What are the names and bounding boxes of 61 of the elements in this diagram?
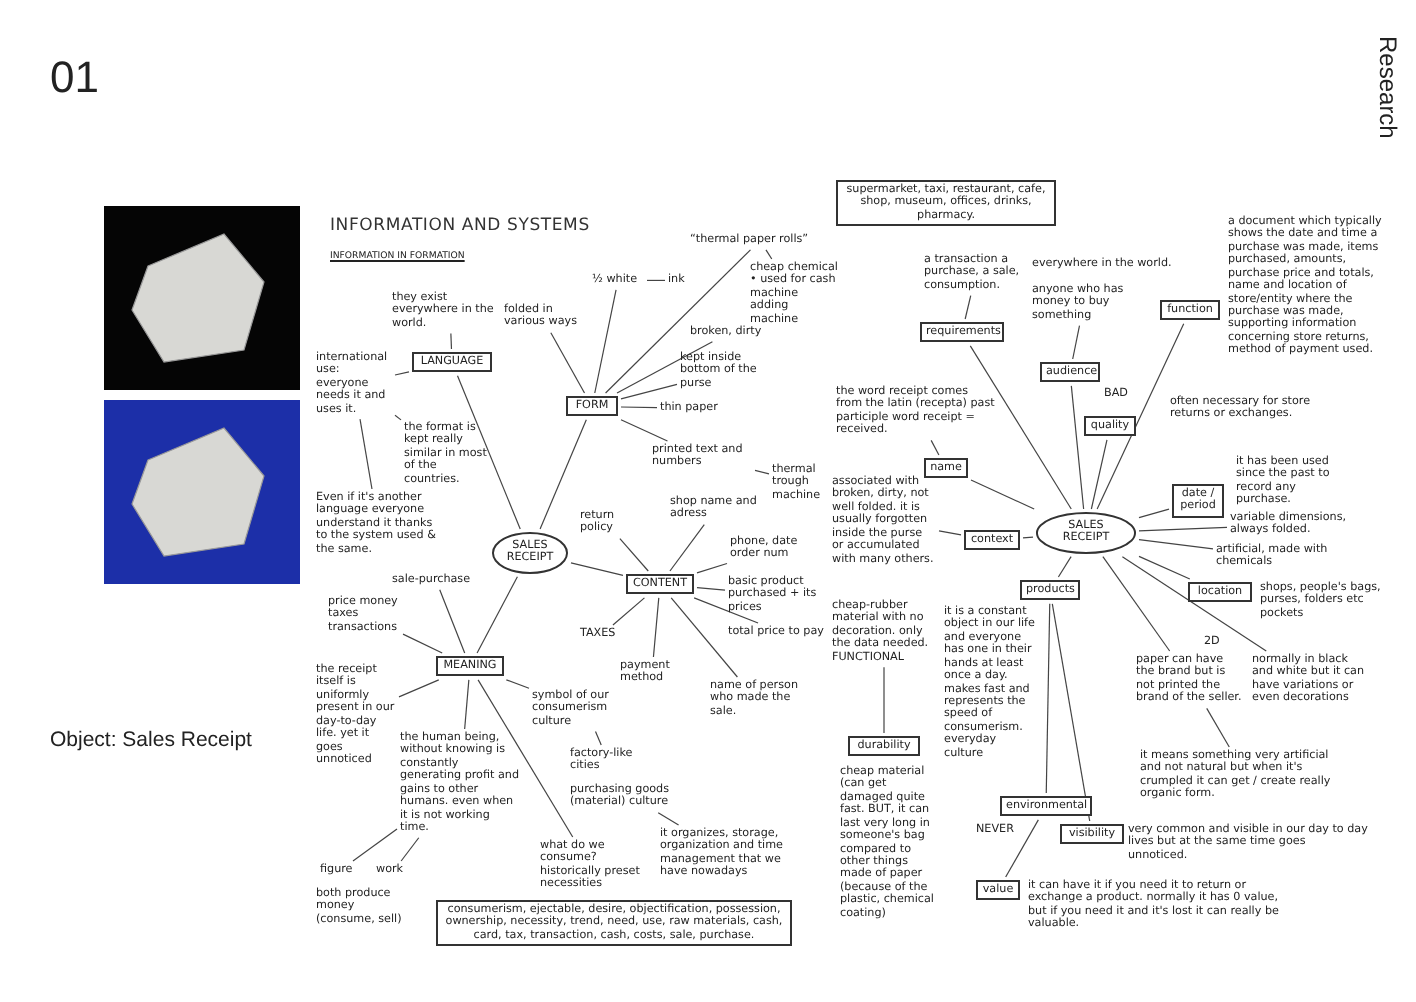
connector-line — [612, 597, 646, 626]
connector-line — [1045, 603, 1051, 794]
connector-line — [646, 279, 666, 282]
connector-line — [1070, 385, 1085, 510]
connector-line — [669, 524, 705, 572]
connector-line — [594, 289, 617, 394]
connector-line — [1057, 556, 1072, 578]
connector-line — [964, 294, 972, 320]
connector-line — [352, 828, 398, 862]
connector-line — [1138, 526, 1228, 532]
connector-line — [754, 469, 770, 475]
connector-line — [619, 538, 649, 572]
connector-line — [620, 383, 678, 400]
connector-line — [620, 419, 669, 442]
connector-line — [550, 332, 586, 394]
connector-line — [970, 479, 1035, 510]
connector-line — [570, 562, 624, 577]
connector-line — [1005, 819, 1039, 878]
connector-line — [394, 414, 402, 421]
connector-line — [464, 679, 470, 730]
connector-line — [1102, 556, 1171, 652]
connector-line — [652, 597, 660, 658]
connector-line — [1022, 536, 1034, 539]
connector-line — [450, 332, 453, 350]
connector-line — [1138, 538, 1214, 550]
connector-line — [765, 249, 773, 260]
connector-line — [696, 587, 726, 591]
connector-line — [1206, 707, 1230, 748]
map-title: INFORMATION AND SYSTEMS — [330, 216, 590, 236]
connector-line — [938, 530, 962, 536]
connector-line — [620, 406, 658, 409]
connector-line — [1072, 324, 1081, 360]
connector-line — [616, 341, 714, 394]
connector-line — [398, 679, 440, 698]
connector-line — [1090, 439, 1108, 510]
connector-line — [696, 562, 728, 574]
connector-line — [394, 371, 410, 376]
connector-line — [1121, 556, 1267, 652]
connector-line — [1138, 508, 1170, 519]
connector-line — [456, 375, 521, 530]
connector-line — [439, 589, 466, 654]
connector-line — [359, 418, 373, 490]
connector-line — [476, 576, 518, 654]
connector-line — [539, 419, 587, 530]
page-number: 01 — [50, 56, 99, 100]
connector-line — [670, 597, 738, 678]
connector-line — [1138, 555, 1191, 580]
connector-line — [930, 439, 940, 456]
connector-line — [657, 812, 680, 826]
connector-line — [505, 679, 530, 689]
section-label: Research — [1376, 36, 1400, 139]
connector-line — [969, 345, 1072, 510]
connector-line — [883, 666, 885, 734]
object-caption: Object: Sales Receipt — [50, 728, 252, 753]
connector-line — [594, 730, 602, 746]
connector-line — [605, 249, 752, 394]
connector-line — [693, 597, 759, 624]
connector-line — [400, 837, 420, 862]
connector-line — [477, 679, 574, 838]
connector-line — [1096, 323, 1185, 510]
connector-line — [402, 633, 443, 654]
